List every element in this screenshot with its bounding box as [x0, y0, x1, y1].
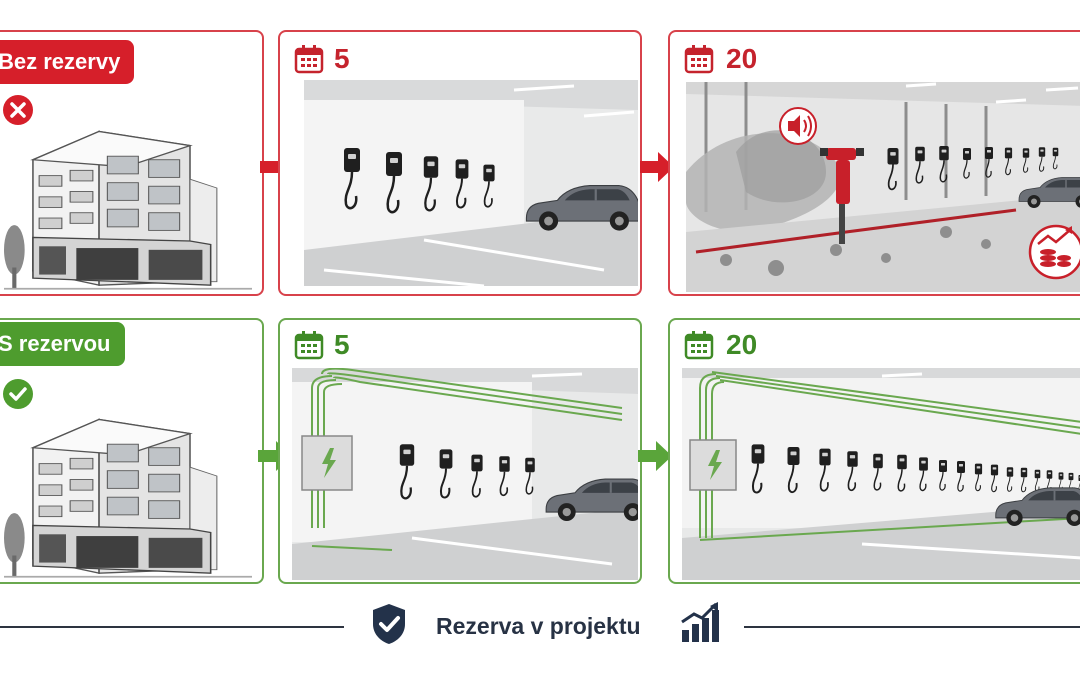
- label-with-reserve: S rezervou: [0, 322, 125, 366]
- check-mark-icon: [2, 378, 34, 410]
- calendar-icon: [684, 330, 714, 360]
- building-icon: [4, 82, 252, 294]
- charger-count: 20: [726, 329, 758, 360]
- garage-panel-with-reserve-20: 20: [668, 318, 1080, 584]
- jackhammer-icon: [820, 148, 864, 244]
- cost-rising-icon: [1028, 224, 1080, 280]
- arrow-right-icon: [640, 149, 676, 185]
- calendar-icon: [294, 44, 324, 74]
- building-illustration-with-reserve: [4, 370, 252, 582]
- building-panel-no-reserve: Bez rezervy: [0, 30, 264, 296]
- charger-count: 5: [334, 329, 350, 360]
- building-panel-with-reserve: S rezervou: [0, 318, 264, 584]
- arrow-right-icon: [638, 438, 674, 474]
- label-no-reserve: Bez rezervy: [0, 40, 135, 84]
- garage-panel-with-reserve-5: 5: [278, 318, 642, 584]
- footer-label: Rezerva v projektu: [436, 613, 641, 639]
- calendar-icon: [684, 44, 714, 74]
- shield-check-icon: [370, 602, 408, 646]
- charger-count: 5: [334, 43, 350, 74]
- garage-panel-no-reserve-20: 20: [668, 30, 1080, 296]
- calendar-icon: [294, 330, 324, 360]
- garage-scene-5-chargers-prepared: [292, 368, 638, 580]
- junction-box-icon: [689, 439, 737, 491]
- footer-divider-right: [744, 626, 1080, 628]
- footer-divider-left: [0, 626, 344, 628]
- x-mark-icon: [2, 94, 34, 126]
- garage-panel-no-reserve-5: 5: [278, 30, 642, 296]
- building-icon: [4, 370, 252, 582]
- garage-scene-5-chargers: [304, 80, 638, 286]
- garage-scene-20-chargers-prepared: [682, 368, 1080, 580]
- charger-count: 20: [726, 43, 758, 74]
- building-illustration-no-reserve: [4, 82, 252, 294]
- junction-box-icon: [301, 435, 353, 491]
- garage-scene-retrofit-works: [686, 82, 1080, 292]
- growth-chart-icon: [680, 600, 722, 644]
- cable-tray-icon: [311, 368, 623, 551]
- speaker-icon: [779, 107, 817, 145]
